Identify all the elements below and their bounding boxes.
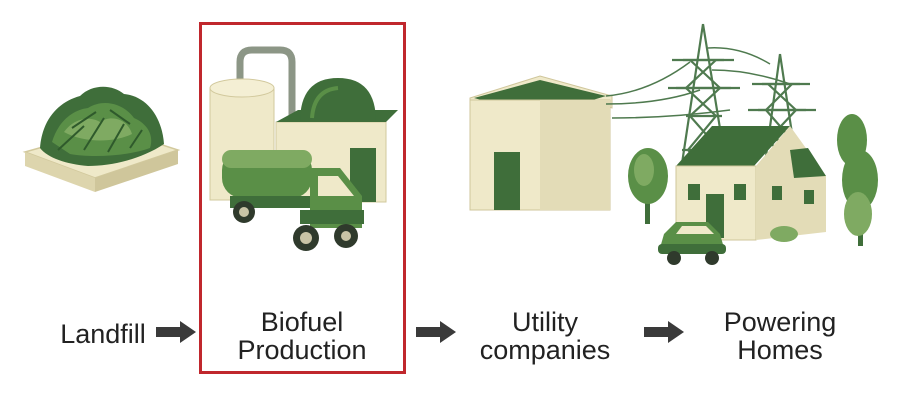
step-label-landfill: Landfill xyxy=(60,319,146,349)
biofuel-highlight-frame xyxy=(199,22,406,374)
tanker-truck-icon xyxy=(222,150,364,251)
tree-icon xyxy=(837,114,878,246)
landfill-icon xyxy=(22,86,181,192)
arrow-right-icon xyxy=(644,321,684,343)
arrow-right-icon xyxy=(416,321,456,343)
tree-icon xyxy=(628,148,668,224)
utility-building-icon xyxy=(469,75,613,211)
process-illustrations xyxy=(22,23,878,265)
step-label-utility-companies: Utility companies xyxy=(479,307,611,365)
car-icon xyxy=(658,222,726,265)
step-label-powering-homes: Powering Homes xyxy=(723,307,837,365)
arrow-right-icon xyxy=(156,321,196,343)
step-label-biofuel-production: Biofuel Production xyxy=(237,307,367,365)
